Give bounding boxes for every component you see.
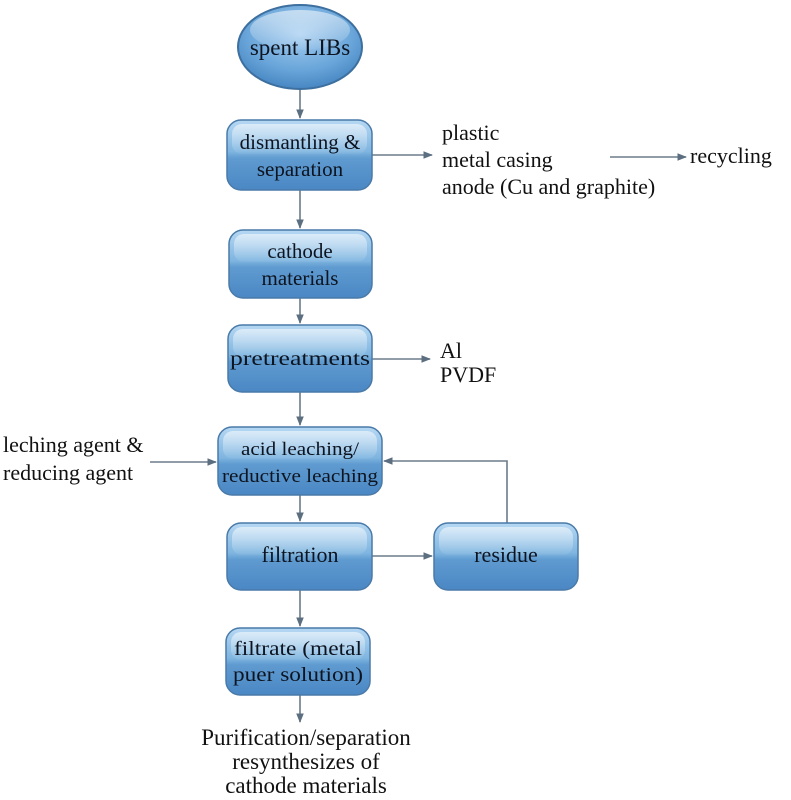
node-label: filtration [262,542,339,567]
label-recycling: recycling [690,143,772,168]
node-label-line-1: acid leaching/ [241,439,360,460]
connectors [150,89,687,723]
final-line-3: cathode materials [225,773,387,798]
node-label-line-2: materials [262,266,339,290]
node-label: spent LIBs [250,35,350,60]
edge-residue-to-leaching [383,457,508,523]
node-acid-leaching: acid leaching/ reductive leaching [217,426,383,496]
removed-pvdf: PVDF [440,362,496,387]
node-residue: residue [433,522,579,591]
agent-reducing: reducing agent [3,460,133,485]
node-label-line-2: separation [257,157,344,181]
node-filtrate: filtrate (metal puer solution) [225,627,371,696]
byproduct-plastic: plastic [442,120,500,145]
node-cathode-materials: cathode materials [228,229,373,299]
node-label-line-2: puer solution) [233,664,363,686]
byproduct-anode: anode (Cu and graphite) [442,174,655,199]
node-label-line-1: dismantling & [240,130,361,154]
label-byproducts: plastic metal casing anode (Cu and graph… [442,120,655,199]
node-label: residue [474,542,538,567]
label-removed-components: Al PVDF [440,338,496,387]
removed-al: Al [440,338,462,363]
node-label-line-2: reductive leaching [222,466,379,487]
agent-leching: leching agent & [3,432,144,457]
label-final-step: Purification/separation resynthesizes of… [201,725,411,798]
node-spent-libs: spent LIBs [237,4,363,90]
node-label-line-1: cathode [267,239,332,263]
label-agents: leching agent & reducing agent [3,432,144,485]
node-dismantling: dismantling & separation [226,119,373,191]
final-line-1: Purification/separation [201,725,411,750]
node-filtration: filtration [226,522,373,591]
node-label-line-1: filtrate (metal [234,638,363,660]
final-line-2: resynthesizes of [232,749,380,774]
byproduct-metal-casing: metal casing [442,147,553,172]
node-pretreatments: pretreatments [227,324,373,393]
node-label: pretreatments [230,348,370,370]
